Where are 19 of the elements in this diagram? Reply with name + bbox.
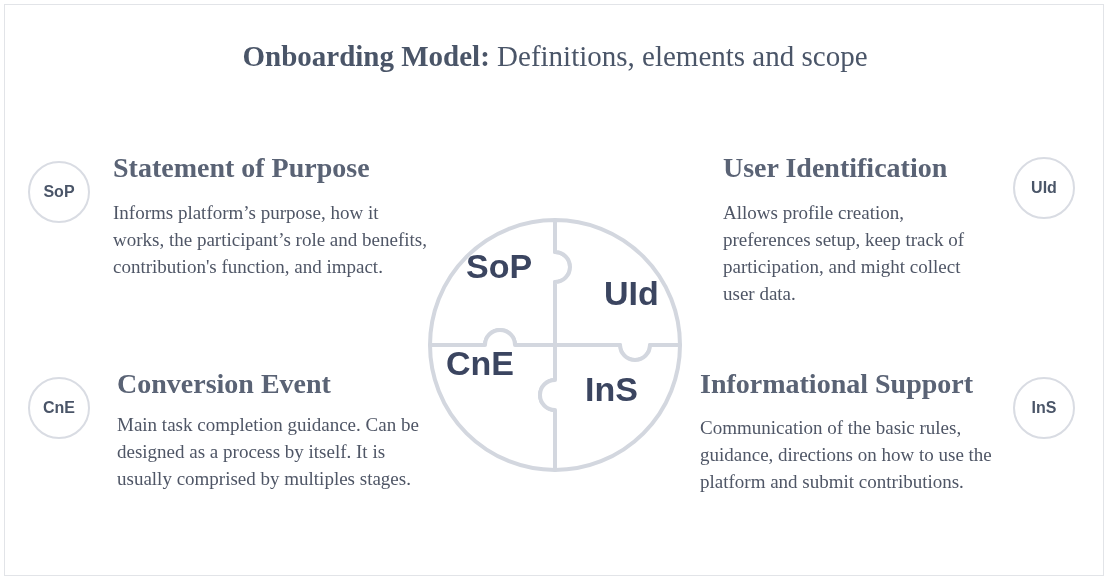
description-text: Informs platform’s purpose, how it works, the participant’s role and benefits, contribution's function, and impact. — [113, 201, 428, 279]
section-heading: Informational Support — [700, 368, 974, 400]
section-heading: User Identification — [723, 152, 948, 184]
piece-label: CnE — [446, 346, 514, 380]
section-heading: Conversion Event — [117, 368, 331, 400]
abbreviation-circle: SoP — [28, 161, 90, 223]
title: Onboarding Model: Definitions, elements and scope — [241, 40, 869, 73]
piece-label: InS — [585, 372, 638, 406]
description-text: Communication of the basic rules, guidance, directions on how to use the platform and submit contributions. — [700, 416, 993, 494]
description-text: Allows profile creation, preferences setup, keep track of participation, and might collect user data. — [723, 201, 966, 306]
description-text: Main task completion guidance. Can be designed as a process by itself. It is usually comprised by multiples stages. — [117, 413, 420, 491]
puzzle-piece — [538, 343, 682, 472]
abbreviation-circle: UId — [1013, 157, 1075, 219]
abbreviation-circle: InS — [1013, 377, 1075, 439]
piece-label: SoP — [466, 249, 533, 283]
section-heading: Statement of Purpose — [113, 152, 370, 184]
piece-label: UId — [604, 276, 659, 310]
puzzle-piece — [428, 328, 557, 472]
abbreviation-circle: CnE — [28, 377, 90, 439]
